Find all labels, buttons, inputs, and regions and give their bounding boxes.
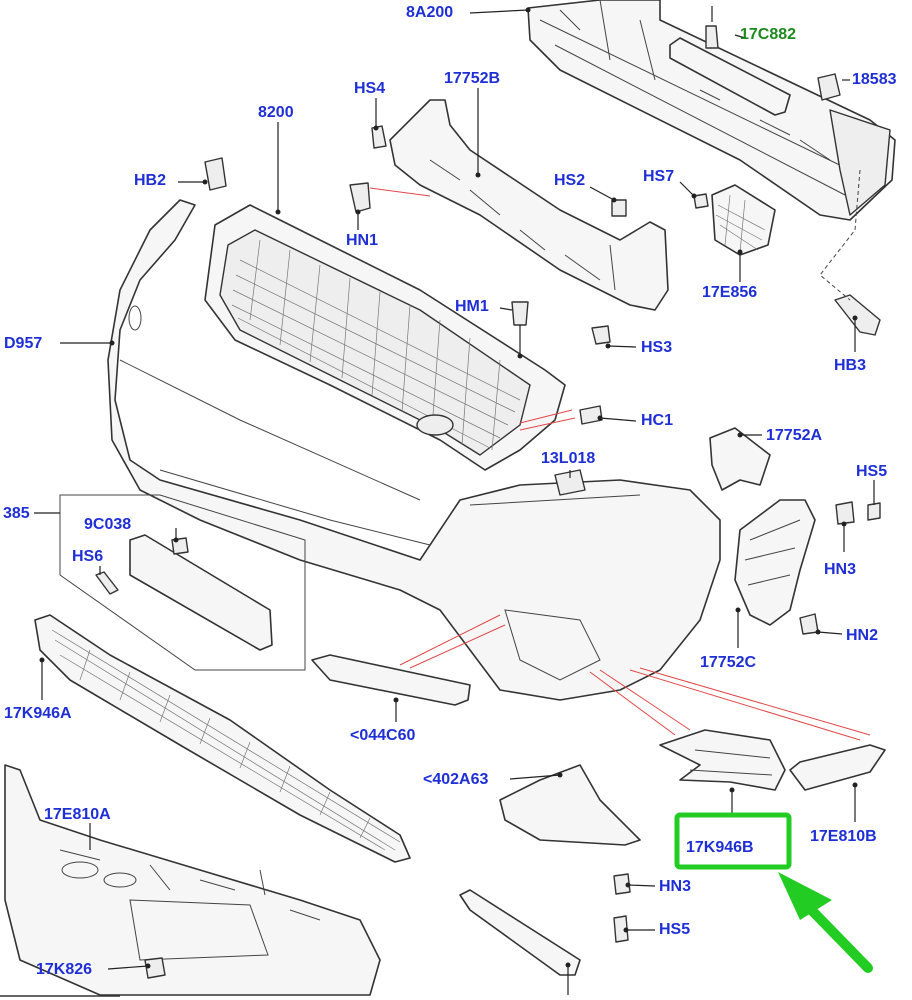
label-hm1: HM1 xyxy=(455,298,489,315)
label-hb2: HB2 xyxy=(134,172,167,189)
screw-hs4 xyxy=(371,125,387,149)
highlight-box xyxy=(674,812,792,870)
green-arrow-icon xyxy=(778,872,873,973)
label-385: 385 xyxy=(3,505,30,522)
label-d957: D957 xyxy=(4,335,43,352)
fastener-17k826 xyxy=(144,957,166,979)
clip-hc1 xyxy=(579,405,603,425)
screw-hs7 xyxy=(693,193,709,209)
label-044c60: <044C60 xyxy=(350,727,416,744)
screw-hs5-lower xyxy=(613,915,629,943)
label-17k946b: 17K946B xyxy=(686,839,754,856)
label-17k826: 17K826 xyxy=(36,961,93,978)
label-17k946a: 17K946A xyxy=(4,705,72,722)
fastener-hm1 xyxy=(511,301,529,326)
bolt-hb3 xyxy=(834,294,881,336)
undertray-17e810a xyxy=(4,764,381,996)
leader-dots xyxy=(39,7,858,969)
label-hs6: HS6 xyxy=(72,548,104,565)
red-leaders xyxy=(369,187,871,741)
label-17c882: 17C882 xyxy=(740,26,797,43)
label-hn3-lower: HN3 xyxy=(659,878,692,895)
label-hn2: HN2 xyxy=(846,627,879,644)
label-17e856: 17E856 xyxy=(702,284,758,301)
label-hc1: HC1 xyxy=(641,412,674,429)
screw-hs3 xyxy=(591,325,611,345)
strip-17c882 xyxy=(669,37,791,116)
clip-hn2 xyxy=(799,613,819,635)
clip-hn3-upper xyxy=(835,501,855,525)
label-hn1: HN1 xyxy=(346,232,379,249)
label-17e810b: 17E810B xyxy=(810,828,877,845)
label-18583: 18583 xyxy=(852,71,897,88)
screw-hs2 xyxy=(611,199,627,217)
label-hs5-lower: HS5 xyxy=(659,921,691,938)
trim-bottom xyxy=(459,889,581,976)
lower-grille-17k946a xyxy=(34,614,411,863)
label-8200: 8200 xyxy=(258,104,294,121)
label-hs2: HS2 xyxy=(554,172,586,189)
label-hs3: HS3 xyxy=(641,339,673,356)
label-17752b: 17752B xyxy=(444,70,501,87)
upper-support-17752b xyxy=(389,99,669,311)
label-9c038: 9C038 xyxy=(84,516,132,533)
cap-13l018 xyxy=(554,469,586,496)
screw-top xyxy=(705,25,719,49)
trim-044c60 xyxy=(311,654,471,706)
plate-box xyxy=(59,494,306,671)
label-17752a: 17752A xyxy=(766,427,823,444)
grille-8200 xyxy=(204,204,566,471)
label-hn3-upper: HN3 xyxy=(824,561,857,578)
bumper-beam xyxy=(527,0,896,221)
label-hs5-upper: HS5 xyxy=(856,463,888,480)
screw-hs5-upper xyxy=(867,502,881,521)
insert-17k946b xyxy=(659,729,786,791)
label-hb3: HB3 xyxy=(834,357,867,374)
screw-hs6 xyxy=(95,571,119,595)
trim-17e810b xyxy=(789,744,886,791)
clip-18583 xyxy=(817,73,841,101)
label-13l018: 13L018 xyxy=(541,450,596,467)
black-leaders xyxy=(34,6,875,995)
bracket-402a63 xyxy=(499,764,641,846)
label-17e810a: 17E810A xyxy=(44,806,111,823)
clip-hn3-lower xyxy=(613,873,631,895)
label-402a63: <402A63 xyxy=(423,771,489,788)
label-hs4: HS4 xyxy=(354,80,386,97)
label-8a200: 8A200 xyxy=(406,4,454,21)
bracket-17752a xyxy=(709,427,771,491)
bolt-hb2 xyxy=(204,157,227,191)
bracket-17752c xyxy=(734,499,816,626)
label-17752c: 17752C xyxy=(700,654,757,671)
clip-hn1 xyxy=(349,182,371,213)
bracket-17e856 xyxy=(711,184,776,256)
label-hs7: HS7 xyxy=(643,168,675,185)
